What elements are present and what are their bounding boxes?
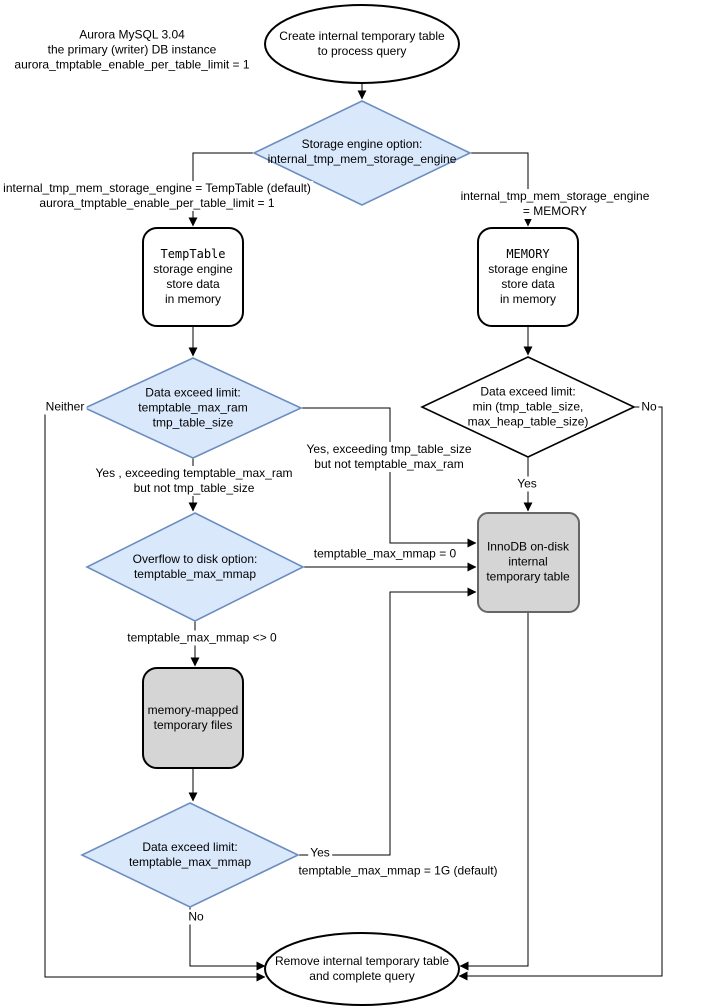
- memory-limit-decision-label: Data exceed limit: min (tmp_table_size, …: [467, 384, 589, 429]
- storage-engine-decision-diamond: [252, 100, 472, 206]
- temptable-engine-title: TempTable: [160, 247, 226, 261]
- edge-label-branch-temptable: internal_tmp_mem_storage_engine = TempTa…: [1, 181, 313, 211]
- mmap-files-box: [142, 667, 244, 769]
- innodb-disk-box: [477, 512, 580, 613]
- mmap-files-label: memory-mapped temporary files: [147, 703, 239, 732]
- start-ellipse: [264, 4, 460, 84]
- mmap-limit-decision-label: Data exceed limit: temptable_max_mmap: [128, 840, 252, 869]
- edge-label-mmap-zero: temptable_max_mmap = 0: [311, 546, 459, 562]
- temptable-limit-decision-diamond: [83, 357, 303, 459]
- memory-limit-decision-diamond: [420, 356, 636, 458]
- edge-label-no-mmap: No: [186, 909, 206, 925]
- temptable-engine-box: [142, 227, 244, 327]
- memory-engine-label: MEMORY storage engine store data in memo…: [478, 228, 578, 326]
- edge-label-yes-memory: Yes: [515, 476, 539, 492]
- edge-memory-no-to-end: [458, 406, 663, 981]
- end-ellipse: [264, 932, 460, 1006]
- memory-engine-box: [477, 227, 579, 327]
- temptable-limit-decision-label: Data exceed limit: temptable_max_ram tmp…: [138, 385, 248, 430]
- edge-label-mmap-default: temptable_max_mmap = 1G (default): [296, 863, 500, 879]
- edge-label-yes-mmap: Yes: [308, 845, 332, 861]
- edge-mmap-yes-to-innodb: [298, 587, 477, 856]
- storage-decision-label: Storage engine option: internal_tmp_mem_…: [267, 137, 457, 166]
- overflow-decision-diamond: [85, 512, 305, 622]
- edge-label-neither: Neither: [43, 399, 87, 415]
- edge-label-branch-memory: internal_tmp_mem_storage_engine = MEMORY: [458, 189, 652, 219]
- temptable-engine-label: TempTable storage engine store data in m…: [143, 228, 243, 326]
- edge-label-no-memory: No: [639, 399, 659, 415]
- end-label: Remove internal temporary table and comp…: [274, 954, 450, 983]
- temptable-engine-body: storage engine store data in memory: [153, 262, 233, 306]
- edge-mmap-no-to-end: [189, 907, 266, 971]
- edge-exceed-size-to-innodb: [301, 407, 477, 548]
- overflow-decision-label: Overflow to disk option: temptable_max_m…: [132, 552, 258, 581]
- edge-label-yes-exceed-ram: Yes , exceeding temptable_max_ram but no…: [93, 466, 295, 496]
- memory-engine-title: MEMORY: [506, 247, 550, 261]
- memory-engine-body: storage engine store data in memory: [488, 262, 568, 306]
- innodb-disk-label: InnoDB on-disk internal temporary table: [486, 539, 570, 584]
- edge-label-yes-exceed-size: Yes, exceeding tmp_table_size but not te…: [304, 442, 474, 472]
- edge-label-mmap-nonzero: temptable_max_mmap <> 0: [125, 630, 279, 646]
- mmap-limit-decision-diamond: [80, 802, 300, 908]
- edge-innodb-to-end: [459, 612, 529, 971]
- start-label: Create internal temporary table to proce…: [279, 29, 445, 58]
- note-aurora-version: Aurora MySQL 3.04 the primary (writer) D…: [14, 27, 250, 72]
